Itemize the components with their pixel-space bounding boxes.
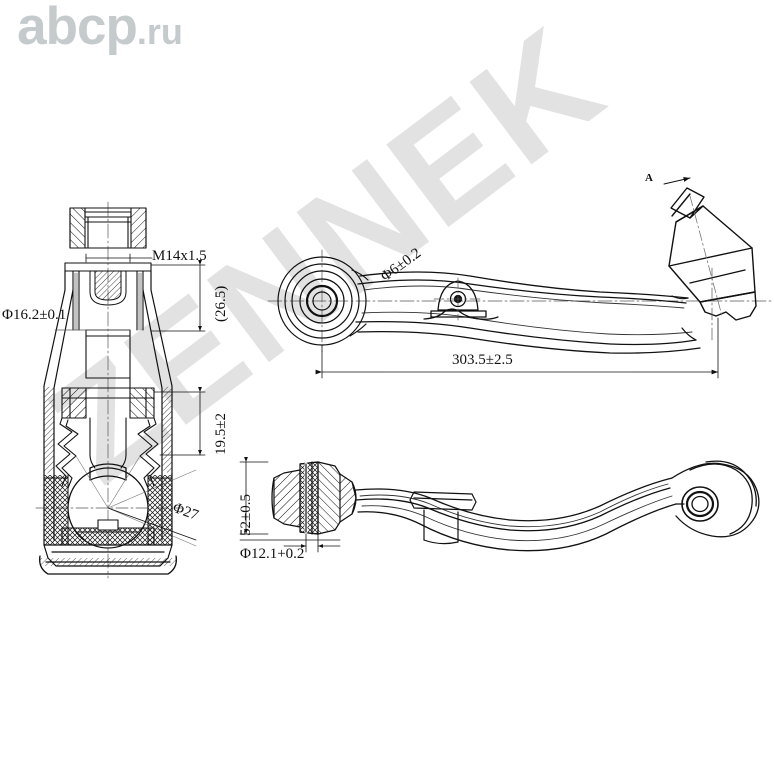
- dimension-stud-diameter: Φ16.2±0.1: [2, 307, 67, 323]
- dimension-boot-height: 19.5±2: [213, 413, 229, 455]
- brand-logo-name: abcp: [17, 0, 138, 56]
- brand-logo: abcp.ru: [0, 0, 200, 53]
- dimension-bush-bore: Φ12.1+0.2: [240, 546, 305, 562]
- detail-marker-a: A: [645, 172, 653, 184]
- dimension-bush-height: 52±0.5: [238, 494, 254, 536]
- dimension-overall-length: 303.5±2.5: [452, 352, 513, 368]
- dimension-stud-length: (26.5): [213, 285, 229, 322]
- brand-logo-tld: .ru: [136, 11, 183, 52]
- dimension-thread-m14: M14x1.5: [152, 248, 207, 264]
